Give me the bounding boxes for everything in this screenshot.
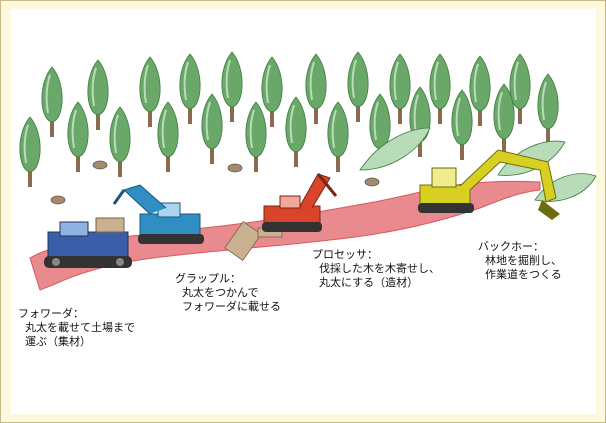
- stumps: [50, 160, 380, 205]
- label-forwarder-line1: 丸太を載せて土場まで: [25, 321, 135, 334]
- tree-icon: [260, 56, 284, 128]
- log-pile: [224, 221, 283, 261]
- tree-icon: [450, 89, 474, 161]
- tree-icon: [304, 53, 328, 125]
- tree-icon: [536, 73, 560, 145]
- grapple-icon: [112, 184, 204, 244]
- tree-icon: [468, 55, 492, 127]
- label-backhoe: バックホー： 林地を掘削し、 作業道をつくる: [478, 240, 562, 282]
- tree-icon: [220, 51, 244, 123]
- label-forwarder: フォワーダ： 丸太を載せて土場まで 運ぶ（集材）: [18, 307, 135, 349]
- label-backhoe-line1: 林地を掘削し、: [485, 254, 562, 267]
- label-processor-line2: 丸太にする（造材）: [319, 276, 419, 289]
- tree-icon: [200, 93, 224, 165]
- tree-icon: [244, 101, 268, 173]
- label-backhoe-line2: 作業道をつくる: [485, 268, 562, 281]
- work-road: [29, 180, 541, 291]
- tree-icon: [18, 116, 42, 188]
- tree-icon: [66, 101, 90, 173]
- label-forwarder-line2: 運ぶ（集材）: [25, 335, 91, 348]
- label-backhoe-name: バックホー：: [478, 240, 544, 253]
- tree-icon: [40, 66, 64, 138]
- processor-icon: [262, 173, 338, 232]
- tree-icon: [346, 51, 370, 123]
- tree-icon: [284, 96, 308, 168]
- tree-icon: [108, 106, 132, 178]
- label-processor-line1: 伐採した木を木寄せし、: [319, 262, 440, 275]
- tree-icon: [388, 53, 412, 125]
- label-grapple-name: グラップル：: [175, 272, 241, 285]
- label-forwarder-name: フォワーダ：: [18, 307, 84, 320]
- label-processor: プロセッサ： 伐採した木を木寄せし、 丸太にする（造材）: [312, 248, 440, 290]
- forwarder-icon: [44, 217, 132, 268]
- tree-icon: [428, 53, 452, 125]
- tree-icon: [156, 101, 180, 173]
- tree-icon: [326, 101, 350, 173]
- backhoe-icon: [418, 149, 560, 220]
- tree-icon: [138, 56, 162, 128]
- label-grapple: グラップル： 丸太をつかんで フォワーダに載せる: [175, 272, 281, 314]
- tree-icon: [86, 59, 110, 131]
- label-grapple-line1: 丸太をつかんで: [182, 286, 259, 299]
- label-processor-name: プロセッサ：: [312, 248, 378, 261]
- label-grapple-line2: フォワーダに載せる: [182, 300, 281, 313]
- tree-icon: [178, 53, 202, 125]
